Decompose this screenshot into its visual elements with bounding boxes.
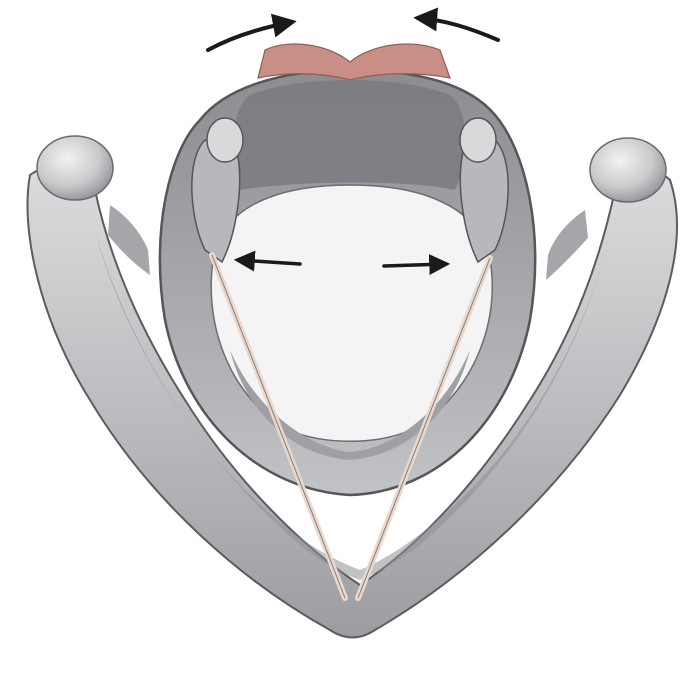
posterior-pair-arrow-icon [208,18,498,50]
interarytenoid-muscle-icon [258,44,450,80]
